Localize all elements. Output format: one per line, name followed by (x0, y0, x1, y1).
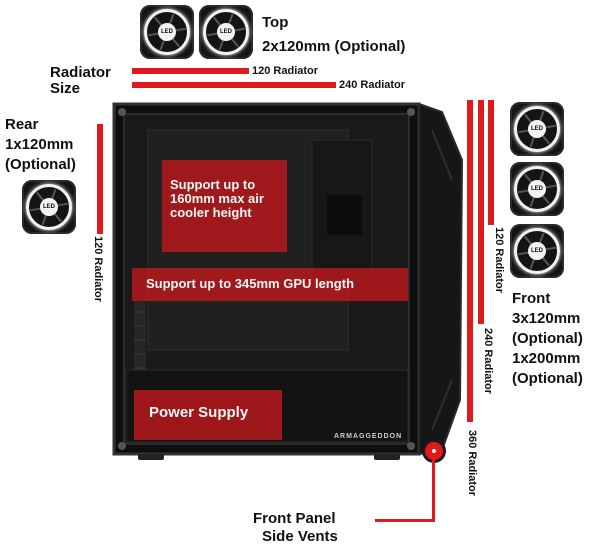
brand-logo: ARMAGGEDDON (334, 433, 403, 440)
radiator-120-bar (132, 68, 249, 74)
cooler-height-note: Support up to 160mm max air cooler heigh… (162, 160, 287, 252)
fan-hub-label: LED (528, 120, 546, 138)
rear-optional: (Optional) (5, 156, 76, 173)
rear-size: 1x120mm (5, 136, 74, 153)
front-radiator-240-label: 240 Radiator (482, 328, 494, 395)
radiator-240-label: 240 Radiator (339, 79, 406, 91)
top-subtitle: 2x120mm (Optional) (262, 38, 406, 55)
radiator-size-label-1: Radiator (50, 64, 111, 81)
front-optional-200: (Optional) (512, 370, 583, 387)
radiator-240-bar (132, 82, 336, 88)
vents-label-1: Front Panel (253, 510, 336, 527)
fan-hub-label: LED (158, 23, 176, 41)
rear-fan-icon: LED (22, 180, 76, 234)
fan-hub-label: LED (528, 180, 546, 198)
top-fan-2-icon: LED (199, 5, 253, 59)
gpu-length-note: Support up to 345mm GPU length (132, 268, 408, 301)
fan-hub-label: LED (217, 23, 235, 41)
psu-label: Power Supply (134, 390, 282, 440)
top-title: Top (262, 14, 289, 31)
front-size-120: 3x120mm (512, 310, 581, 327)
front-radiator-240-bar (478, 100, 484, 324)
front-radiator-120-label: 120 Radiator (493, 227, 505, 294)
fan-hub-label: LED (40, 198, 58, 216)
vent-callout-line-horizontal (375, 519, 435, 522)
front-fan-1-icon: LED (510, 102, 564, 156)
rear-radiator-bar (97, 124, 103, 234)
front-size-200: 1x200mm (512, 350, 581, 367)
rear-radiator-label: 120 Radiator (92, 236, 104, 303)
vents-label-2: Side Vents (262, 528, 338, 545)
pc-case: Support up to 160mm max air cooler heigh… (112, 100, 464, 460)
front-fan-3-icon: LED (510, 224, 564, 278)
front-optional-120: (Optional) (512, 330, 583, 347)
front-title: Front (512, 290, 551, 307)
front-fan-2-icon: LED (510, 162, 564, 216)
vent-marker-dot (432, 449, 436, 453)
front-radiator-360-label: 360 Radiator (466, 430, 478, 497)
front-radiator-360-bar (467, 100, 473, 422)
radiator-size-label-2: Size (50, 80, 81, 97)
front-radiator-120-bar (488, 100, 494, 225)
fan-hub-label: LED (528, 242, 546, 260)
vent-callout-line-vertical (432, 460, 435, 522)
radiator-120-label: 120 Radiator (252, 65, 319, 77)
rear-title: Rear (5, 116, 39, 133)
top-fan-1-icon: LED (140, 5, 194, 59)
